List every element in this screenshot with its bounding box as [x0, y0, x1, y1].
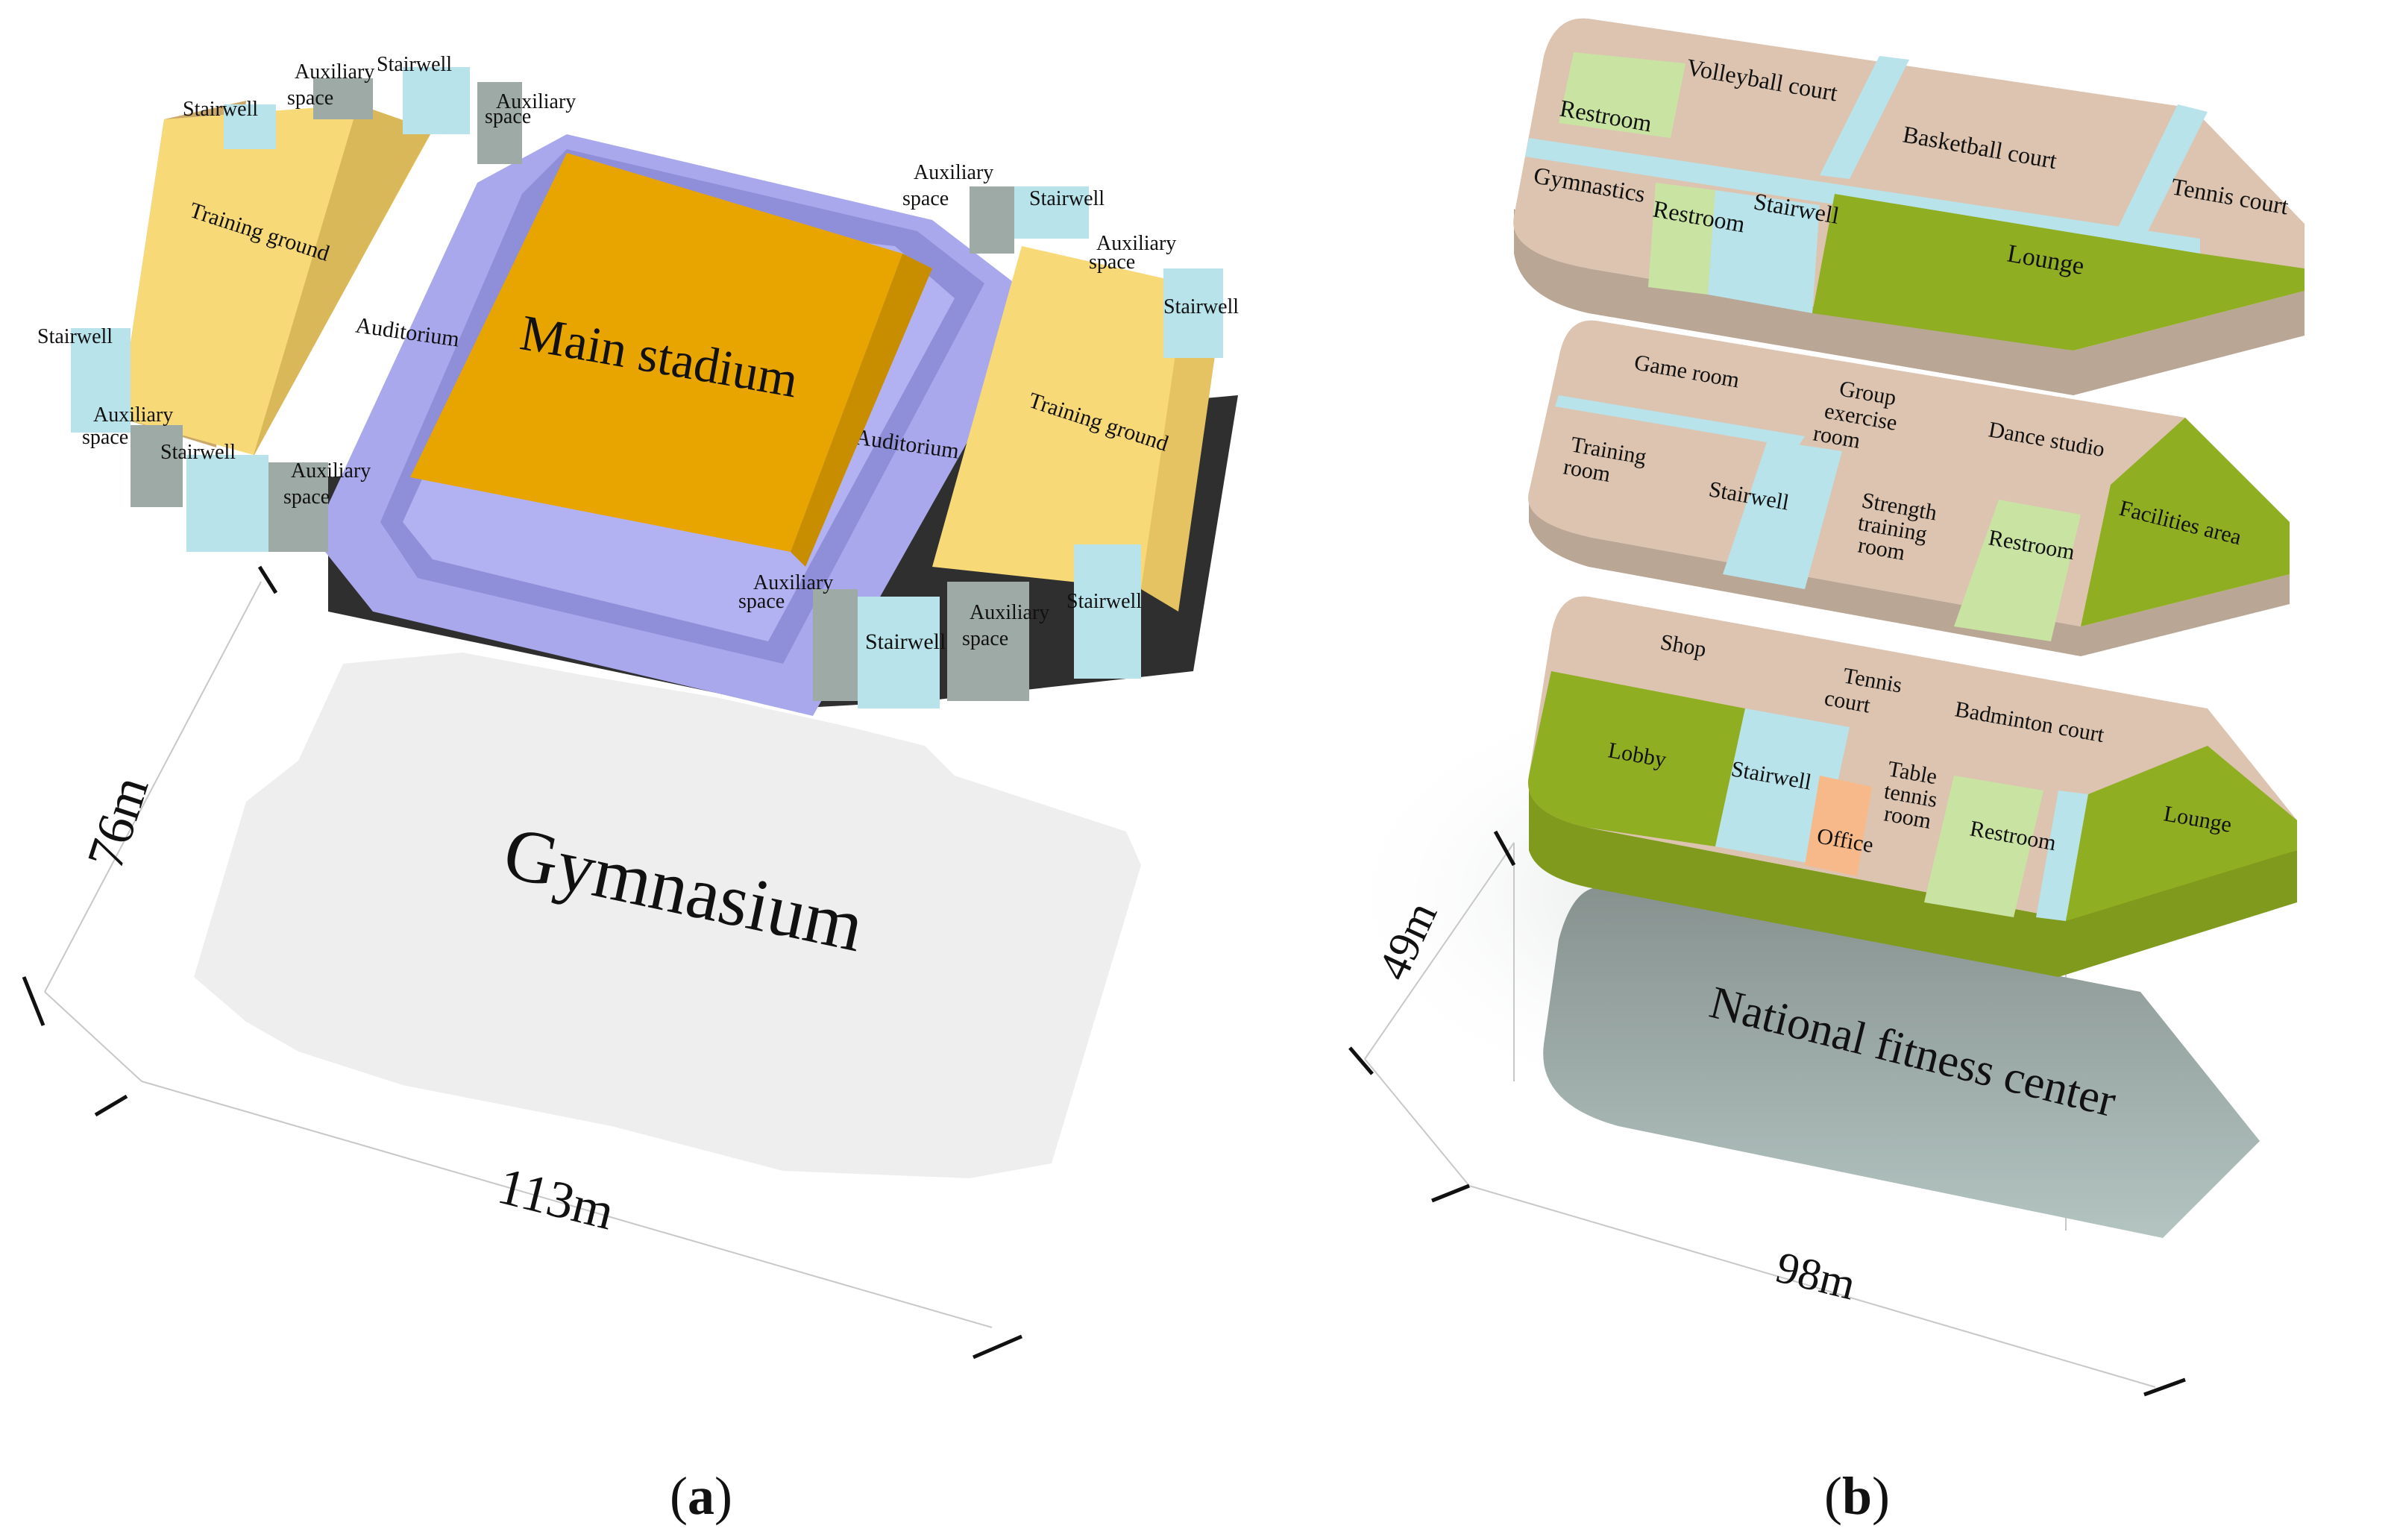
auxiliary-label: space: [738, 590, 785, 613]
main-stadium: [410, 153, 902, 552]
auxiliary-label: Auxiliary: [93, 403, 173, 427]
width-label-a: 113m: [492, 1157, 620, 1242]
depth-label-a: 76m: [77, 770, 160, 876]
auxiliary-label: space: [1089, 251, 1135, 274]
stairwell-label: Stairwell: [37, 325, 113, 348]
support-blocks-a: [71, 67, 1223, 708]
panel-b: 49m 98m National fitness center Shop Ten…: [1328, 18, 2305, 1526]
corridor-ground: [2036, 791, 2088, 921]
stairwell-top: [1708, 190, 1820, 313]
fitness-center-base: [1543, 887, 2260, 1238]
dimension-lines-a: [44, 581, 993, 1328]
stairwell-label: Stairwell: [160, 441, 236, 464]
auxiliary-label: space: [82, 426, 128, 449]
stairwell-label: Stairwell: [865, 629, 946, 654]
auxiliary-label: Auxiliary: [295, 60, 374, 84]
stairwell-label: Stairwell: [1029, 187, 1105, 210]
caption-b: (b): [1824, 1466, 1890, 1526]
lounge-ground: [2066, 746, 2297, 921]
auxiliary-label: Auxiliary: [496, 90, 576, 113]
restroom-ground: [1924, 776, 2043, 917]
corridor-middle: [1555, 395, 1805, 447]
gymnasium-footprint: [194, 653, 1141, 1178]
ground-floor-side: [1529, 776, 2297, 977]
stairwell-label: Stairwell: [1163, 295, 1239, 318]
auxiliary-label: space: [283, 485, 330, 509]
dimension-ticks-a: [22, 565, 1022, 1360]
stairwell-label: Stairwell: [183, 98, 258, 121]
dimension-ticks-b: [1348, 830, 2186, 1397]
auxiliary-label: Auxiliary: [970, 601, 1049, 624]
stairwell-middle: [1723, 440, 1842, 589]
office: [1805, 776, 1872, 876]
corridor-top-2: [1820, 56, 1909, 179]
stairwell-label: Stairwell: [1066, 590, 1142, 613]
training-ground-left-front: [246, 104, 433, 470]
caption-a: (a): [670, 1466, 732, 1526]
middle-floor-side: [1529, 492, 2290, 656]
auxiliary-label: space: [287, 87, 333, 110]
lounge-top: [1812, 194, 2305, 351]
gymnastics-restroom: [1648, 183, 1715, 295]
panel-a: 76m 113m Gymnasium Auditorium Auditorium…: [22, 53, 1239, 1526]
restroom-top: [1559, 52, 1685, 138]
support-labels-a: Stairwell Stairwell Auxiliary space Auxi…: [37, 53, 1239, 654]
lobby: [1528, 671, 1745, 846]
auxiliary-label: space: [485, 105, 531, 128]
training-ground-right-side: [1141, 283, 1223, 612]
auxiliary-label: Auxiliary: [1096, 232, 1176, 255]
middle-floor: Game room Group exercise room Dance stud…: [1528, 320, 2290, 656]
auxiliary-label: space: [962, 627, 1008, 650]
auxiliary-label: space: [902, 187, 949, 210]
width-label-b: 98m: [1771, 1242, 1860, 1310]
auxiliary-label: Auxiliary: [753, 571, 833, 594]
stairwell-label: Stairwell: [377, 53, 452, 76]
restroom-middle: [1954, 500, 2081, 641]
auxiliary-label: Auxiliary: [914, 161, 993, 184]
top-floor: Restroom Volleyball court Basketball cou…: [1513, 18, 2305, 395]
auxiliary-label: Auxiliary: [291, 459, 371, 483]
facilities-area: [2081, 418, 2290, 626]
main-stadium-side: [791, 254, 932, 567]
ground-floor: Shop Tennis court Badminton court Lobby …: [1528, 596, 2297, 977]
training-ground-right: [932, 246, 1193, 589]
corridor-top-3: [2118, 104, 2208, 231]
top-floor-side: [1514, 209, 2305, 395]
